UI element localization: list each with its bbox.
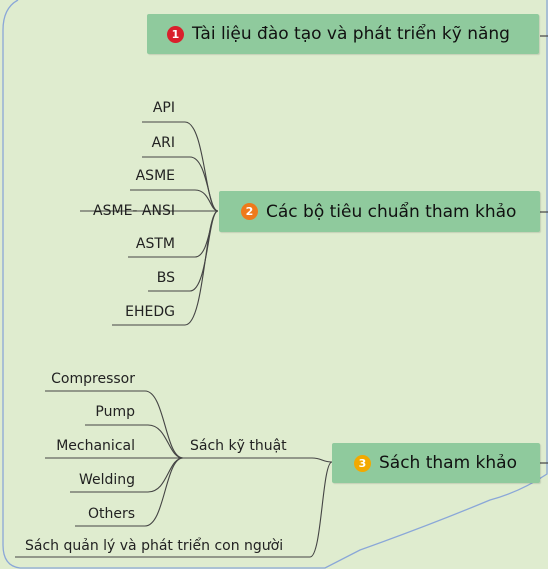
- standard-asme-ansi[interactable]: ASME- ANSI: [93, 203, 175, 219]
- topic-training-skills[interactable]: 1 Tài liệu đào tạo và phát triển kỹ năng: [147, 14, 539, 54]
- topic-reference-books-label: Sách tham khảo: [379, 453, 517, 473]
- topic-reference-standards[interactable]: 2 Các bộ tiêu chuẩn tham khảo: [219, 191, 540, 232]
- book-pump[interactable]: Pump: [95, 404, 135, 420]
- standard-ari[interactable]: ARI: [151, 135, 175, 151]
- standards-branches: [80, 121, 219, 326]
- standard-bs[interactable]: BS: [156, 270, 175, 286]
- books-branches: [15, 390, 333, 558]
- book-welding[interactable]: Welding: [78, 472, 135, 488]
- topic-training-skills-label: Tài liệu đào tạo và phát triển kỹ năng: [192, 24, 510, 44]
- number-1-icon: 1: [167, 25, 184, 43]
- management-books-node[interactable]: Sách quản lý và phát triển con người: [25, 538, 284, 554]
- standard-astm[interactable]: ASTM: [135, 236, 175, 252]
- standard-ehedg[interactable]: EHEDG: [125, 304, 175, 320]
- book-others[interactable]: Others: [87, 506, 135, 522]
- number-2-icon: 2: [241, 203, 258, 220]
- technical-books-node[interactable]: Sách kỹ thuật: [190, 438, 287, 454]
- topic-reference-standards-label: Các bộ tiêu chuẩn tham khảo: [266, 201, 517, 222]
- book-mechanical[interactable]: Mechanical: [56, 438, 135, 454]
- number-3-icon: 3: [354, 454, 371, 472]
- standard-api[interactable]: API: [152, 100, 175, 116]
- topic-reference-books[interactable]: 3 Sách tham khảo: [332, 443, 540, 483]
- book-compressor[interactable]: Compressor: [51, 371, 135, 387]
- standard-asme[interactable]: ASME: [135, 168, 175, 184]
